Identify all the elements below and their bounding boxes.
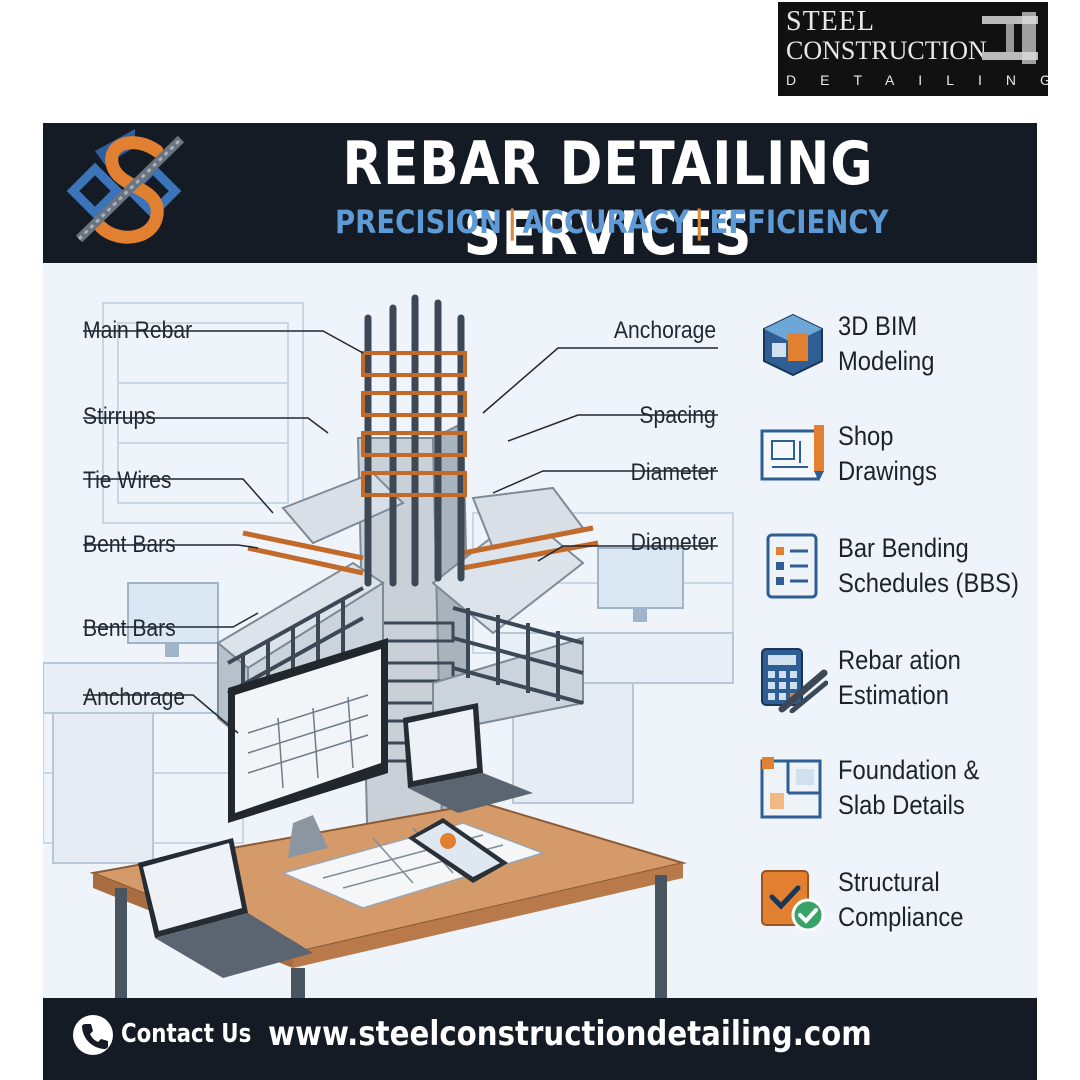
service-line: Schedules (BBS) <box>838 568 1019 598</box>
poster: REBAR DETAILING SERVICES PRECISION|ACCUR… <box>43 123 1037 1080</box>
service-line: Shop <box>838 421 894 451</box>
brand-logo-line3: DETAILING <box>786 72 1048 88</box>
callout-main-rebar: Main Rebar <box>83 317 193 344</box>
service-item-bbs: Bar Bending Schedules (BBS) <box>758 531 1037 611</box>
tagline-item-efficiency: EFFICIENCY <box>709 203 889 241</box>
service-line: Drawings <box>838 456 938 486</box>
contact-us-link[interactable]: Contact Us <box>121 1019 252 1049</box>
service-line: Modeling <box>838 346 935 376</box>
callout-diameter-lower: Diameter <box>630 529 716 556</box>
header-banner: REBAR DETAILING SERVICES PRECISION|ACCUR… <box>43 123 1037 269</box>
callout-tie-wires: Tie Wires <box>83 467 172 494</box>
3d-cube-icon <box>763 313 823 377</box>
blueprint-icon <box>760 425 824 481</box>
tagline-separator: | <box>507 203 518 241</box>
callout-bent-bars: Bent Bars <box>83 531 176 558</box>
service-line: Foundation & <box>838 755 980 785</box>
service-item-foundation: Foundation & Slab Details <box>758 753 1037 833</box>
service-line: Structural <box>838 867 940 897</box>
calculator-icon <box>761 648 828 713</box>
floor-plan-icon <box>760 757 822 819</box>
service-line: Rebar ation <box>838 645 961 675</box>
compliance-check-icon <box>761 870 825 932</box>
callout-stirrups: Stirrups <box>83 403 156 430</box>
page-title: REBAR DETAILING SERVICES <box>342 129 874 269</box>
service-item-shop-drawings: Shop Drawings <box>758 419 1037 499</box>
brand-logo[interactable]: STEEL CONSTRUCTION DETAILING <box>778 2 1048 96</box>
service-item-3d-bim: 3D BIM Modeling <box>758 309 1037 389</box>
tagline-separator: | <box>694 203 705 241</box>
tagline-item-accuracy: ACCURACY <box>522 203 690 241</box>
callout-diameter: Diameter <box>630 459 716 486</box>
service-line: Compliance <box>838 902 964 932</box>
footer-bar: Contact Us www.steelconstructiondetailin… <box>43 998 1037 1080</box>
website-url-link[interactable]: www.steelconstructiondetailing.com <box>268 1014 872 1054</box>
service-label: Rebar ation Estimation <box>838 643 1037 713</box>
service-item-estimation: Rebar ation Estimation <box>758 643 1037 723</box>
service-label: Structural Compliance <box>838 865 1037 935</box>
brand-logo-line1: STEEL <box>786 6 875 37</box>
tagline: PRECISION|ACCURACY|EFFICIENCY <box>335 203 889 241</box>
service-line: 3D BIM <box>838 311 918 341</box>
callout-anchorage-right: Anchorage <box>613 317 716 344</box>
service-label: Shop Drawings <box>838 419 1037 489</box>
service-label: Foundation & Slab Details <box>838 753 1037 823</box>
brand-logo-line2: CONSTRUCTION <box>786 36 987 65</box>
rebar-column-illustration <box>43 294 734 998</box>
service-line: Bar Bending <box>838 533 969 563</box>
service-label: 3D BIM Modeling <box>838 309 1037 379</box>
service-item-compliance: Structural Compliance <box>758 865 1037 945</box>
callout-spacing: Spacing <box>639 402 716 429</box>
tagline-item-precision: PRECISION <box>335 203 503 241</box>
service-label: Bar Bending Schedules (BBS) <box>838 531 1037 601</box>
phone-icon[interactable] <box>73 1015 113 1055</box>
service-line: Estimation <box>838 680 949 710</box>
callout-bent-bars-lower: Bent Bars <box>83 615 176 642</box>
rebar-s-emblem-icon <box>66 129 185 244</box>
service-line: Slab Details <box>838 790 965 820</box>
checklist-icon <box>766 533 818 599</box>
callout-anchorage-left: Anchorage <box>83 684 186 711</box>
steel-beam-icon <box>982 12 1038 64</box>
